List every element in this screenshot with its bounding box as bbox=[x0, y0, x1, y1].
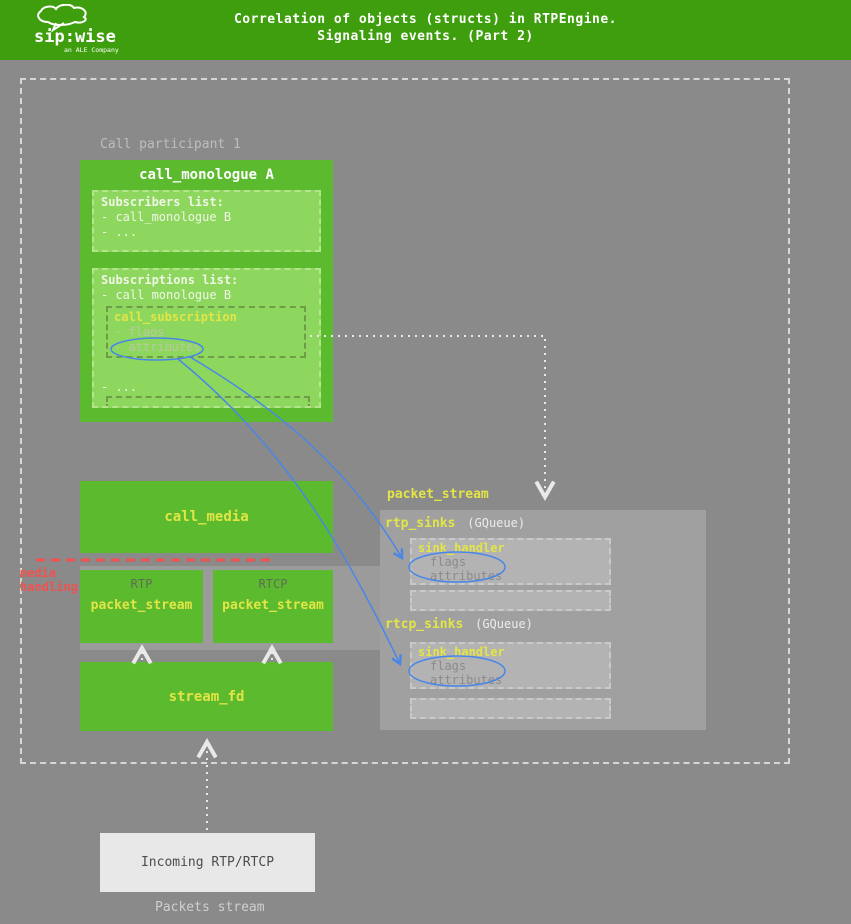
subscribers-title: Subscribers list: bbox=[101, 195, 224, 209]
rtp-sinks-type: (GQueue) bbox=[467, 516, 526, 530]
packet-stream-panel: rtp_sinks (GQueue) sink_handler flags at… bbox=[380, 510, 706, 730]
incoming-title: Incoming RTP/RTCP bbox=[140, 855, 275, 870]
rtcp-sinks-row: rtcp_sinks (GQueue) bbox=[385, 617, 533, 632]
call-subscription-field: - attributes bbox=[114, 340, 201, 354]
call-monologue-box: call_monologue A Subscribers list: - cal… bbox=[80, 160, 333, 422]
sink-handler-field: attributes bbox=[430, 569, 503, 583]
rtcp-packet-stream-title: packet_stream bbox=[222, 598, 324, 613]
rtp-sinks-name: rtp_sinks bbox=[385, 516, 456, 531]
logo-text: sip:wise bbox=[34, 27, 116, 47]
subscriptions-more-item: - ... bbox=[101, 380, 138, 394]
header-title-line2: Signaling events. (Part 2) bbox=[317, 29, 534, 44]
media-handling-line2: handling bbox=[20, 580, 78, 594]
rtp-type-label: RTP bbox=[130, 577, 153, 591]
header-title-line1: Correlation of objects (structs) in RTPE… bbox=[233, 12, 618, 27]
call-monologue-title: call_monologue A bbox=[139, 167, 274, 183]
rtp-sinks-row: rtp_sinks (GQueue) bbox=[385, 516, 525, 531]
stream-fd-box: stream_fd bbox=[80, 662, 333, 731]
media-handling-label: media handling bbox=[20, 566, 78, 594]
subscriptions-title: Subscriptions list: bbox=[101, 273, 239, 287]
call-media-box: call_media bbox=[80, 481, 333, 553]
subscriptions-list-box: Subscriptions list: - call monologue B c… bbox=[92, 268, 321, 408]
call-subscription-field: - flags bbox=[114, 325, 165, 339]
sink-handler-field: flags bbox=[430, 555, 467, 569]
logo-cloud-icon bbox=[37, 4, 87, 26]
packet-stream-label: packet_stream bbox=[387, 487, 489, 502]
media-handling-line1: media bbox=[20, 566, 57, 580]
subscriptions-item: - call monologue B bbox=[101, 288, 232, 302]
sink-placeholder-box bbox=[410, 590, 611, 611]
subscribers-item: - ... bbox=[101, 225, 138, 239]
sink-handler-field: attributes bbox=[430, 673, 503, 687]
sink-handler-title: sink_handler bbox=[418, 645, 505, 659]
subscribers-list-box: Subscribers list: - call_monologue B - .… bbox=[92, 190, 321, 252]
subscribers-item: - call_monologue B bbox=[101, 210, 232, 224]
header-bar: sip:wise an ALE Company Correlation of o… bbox=[0, 0, 851, 60]
rtcp-sinks-name: rtcp_sinks bbox=[385, 617, 464, 632]
stream-fd-title: stream_fd bbox=[168, 688, 245, 705]
rtp-packet-stream-title: packet_stream bbox=[90, 598, 193, 613]
call-participant-label: Call participant 1 bbox=[100, 137, 241, 152]
rtcp-packet-stream-box: RTCP packet_stream bbox=[213, 570, 333, 643]
rtp-packet-stream-box: RTP packet_stream bbox=[80, 570, 203, 643]
call-subscription-partial-box bbox=[106, 396, 310, 406]
sink-handler-title: sink_handler bbox=[418, 541, 505, 555]
call-subscription-title: call_subscription bbox=[114, 310, 237, 324]
logo-cloud-tail bbox=[50, 22, 65, 33]
sink-handler-box-rtp: sink_handler flags attributes bbox=[410, 538, 611, 585]
sink-handler-field: flags bbox=[430, 659, 467, 673]
sink-handler-box-rtcp: sink_handler flags attributes bbox=[410, 642, 611, 689]
rtcp-type-label: RTCP bbox=[258, 577, 288, 591]
sipwise-logo: sip:wise an ALE Company bbox=[34, 4, 119, 54]
rtcp-sinks-type: (GQueue) bbox=[475, 617, 533, 631]
packets-stream-label: Packets stream bbox=[155, 900, 265, 915]
call-subscription-box: call_subscription - flags - attributes bbox=[106, 306, 306, 358]
sink-placeholder-box bbox=[410, 698, 611, 719]
header-titles: Correlation of objects (structs) in RTPE… bbox=[0, 11, 851, 45]
incoming-rtp-rtcp-box: Incoming RTP/RTCP bbox=[100, 833, 315, 892]
logo-subtext: an ALE Company bbox=[64, 46, 119, 54]
call-media-title: call_media bbox=[164, 509, 249, 525]
participant-boundary bbox=[20, 78, 790, 764]
